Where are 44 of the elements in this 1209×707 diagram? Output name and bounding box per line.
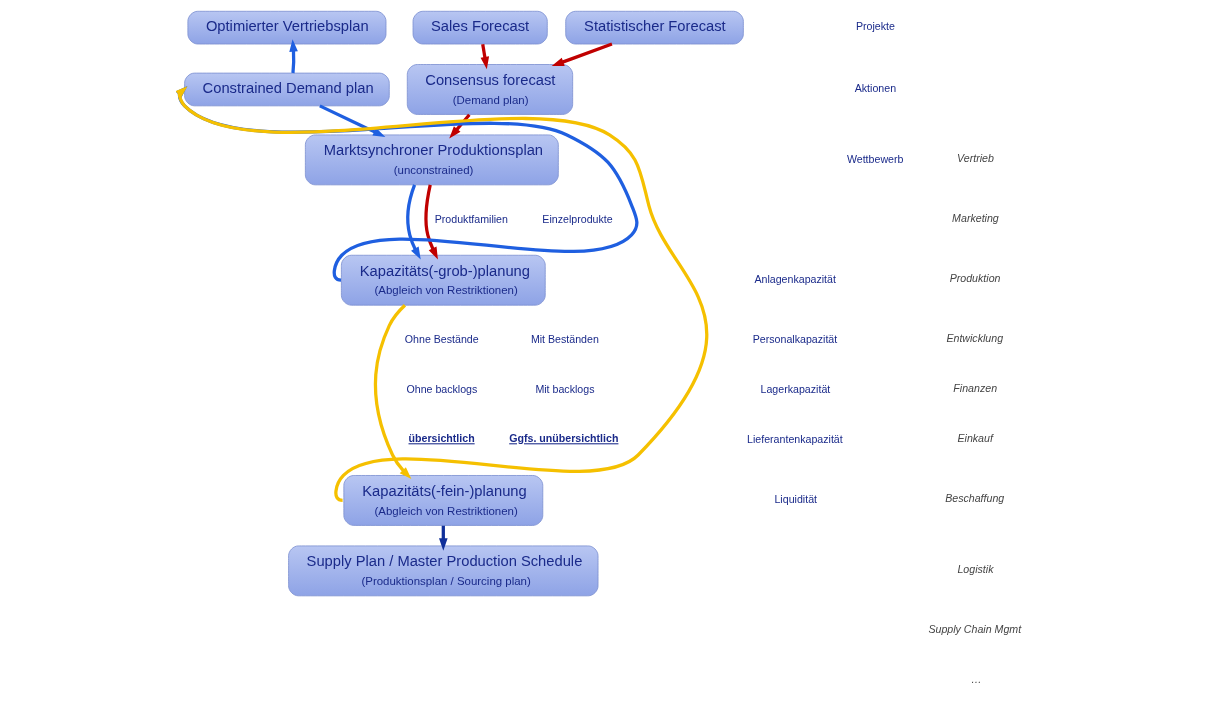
label: Lagerkapazität [760, 383, 830, 396]
node-box: Statistischer Forecast [564, 10, 744, 45]
label: Einkauf [956, 432, 993, 445]
node-box: Optimierter Vertriebsplan [186, 10, 386, 45]
arrow [318, 104, 385, 137]
label: Aktionen [854, 82, 896, 95]
node-box: Kapazitäts(-fein-)planung (Abgleich von Restriktionen) [342, 475, 543, 526]
label: Beschaffung [944, 492, 1004, 505]
arrow [175, 86, 638, 282]
label: Wettbewerb [846, 152, 903, 165]
arrow [551, 42, 612, 67]
label: Projekte [855, 20, 895, 33]
arrow [373, 304, 411, 479]
node-box: Sales Forecast [412, 10, 548, 45]
label: Mit Beständen [530, 333, 599, 346]
label: Einzelprodukte [541, 212, 613, 225]
node-box: Supply Plan / Master Production Schedule (Produktionsplan / Sourcing plan) [287, 545, 598, 597]
label: Marketing [951, 212, 999, 225]
label: Personalkapazität [752, 333, 837, 346]
node-box: Constrained Demand plan [183, 72, 390, 107]
label: Ohne backlogs [405, 383, 477, 396]
label: Vertrieb [956, 151, 994, 164]
arrow [448, 113, 471, 139]
arrow [423, 184, 438, 260]
label: Liquidität [773, 493, 817, 506]
label: … [970, 672, 982, 685]
label: Finanzen [952, 382, 997, 395]
label: Produktfamilien [434, 212, 508, 225]
arrow [288, 39, 298, 74]
label: Entwicklung [945, 332, 1003, 345]
node-box: Marktsynchroner Produktionsplan (unconstrained) [304, 134, 559, 186]
label: Logistik [956, 562, 993, 575]
label: Mit backlogs [534, 383, 594, 396]
label: übersichtlich [408, 432, 475, 445]
arrow [405, 184, 421, 260]
label: Lieferantenkapazität [746, 433, 843, 446]
label: Ohne Bestände [404, 333, 479, 346]
label: Produktion [949, 272, 1000, 285]
label: Supply Chain Mgmt [927, 623, 1021, 635]
node-box: Consensus forecast (Demand plan) [406, 64, 573, 115]
node-box: Kapazitäts(-grob-)planung (Abgleich von Restriktionen) [340, 254, 546, 306]
label: Ggfs. unübersichtlich [508, 432, 618, 445]
arrow [480, 44, 489, 70]
label: Anlagenkapazität [753, 273, 836, 286]
